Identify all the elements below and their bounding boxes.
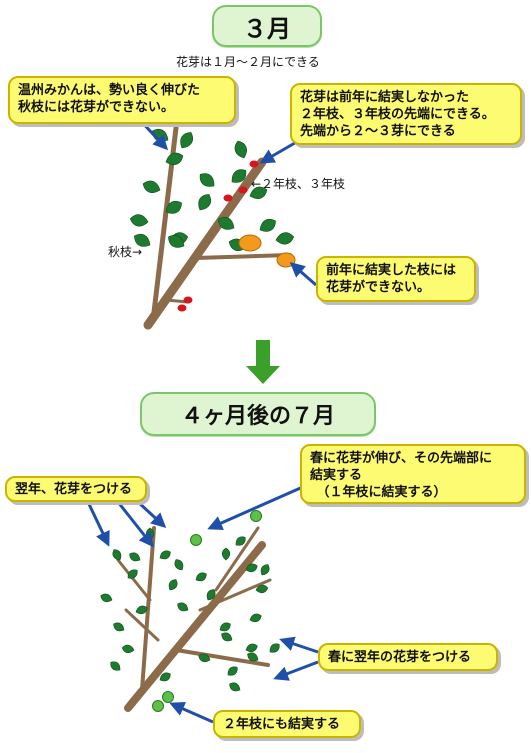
branch (198, 578, 272, 612)
leaf (245, 643, 258, 653)
leaf (174, 559, 184, 571)
leaf (129, 552, 141, 562)
leaf (275, 232, 295, 245)
leaf (234, 140, 247, 159)
callout-arrow (289, 262, 317, 287)
leaf (260, 564, 270, 576)
leaf (231, 169, 247, 183)
leaf (199, 173, 215, 187)
leaf (121, 644, 135, 654)
leaf (198, 653, 211, 663)
note-fruited-branch-no-buds: 前年に結実した枝には 花芽ができない。 (316, 256, 476, 302)
leaf (235, 536, 246, 546)
leaf (168, 234, 185, 248)
leaf (229, 682, 241, 692)
flower-bud (183, 296, 193, 304)
fruit (238, 234, 262, 252)
flower-bud (238, 186, 248, 194)
leaf (206, 589, 216, 601)
leaf (165, 152, 184, 165)
callout-arrow (273, 660, 319, 681)
leaf (113, 622, 125, 632)
leaf (247, 652, 259, 662)
callout-arrow (279, 636, 319, 654)
leaf (249, 613, 262, 623)
callout-arrow (259, 138, 301, 164)
flower-bud (249, 160, 259, 168)
note-buds-on-old-branches: 花芽は前年に結実しなかった ２年枝、３年枝の先端にできる。 先端から２～３芽にで… (290, 83, 522, 145)
note-next-year-buds: 翌年、花芽をつける (5, 476, 147, 502)
label-autumn-branch: 秋枝→ (108, 245, 143, 259)
leaf (159, 672, 171, 682)
callout-arrow (86, 501, 110, 547)
down-arrow (246, 340, 280, 384)
leaf (165, 200, 182, 214)
branch (194, 253, 292, 260)
branch (124, 608, 160, 642)
leaf (177, 602, 189, 612)
july-title-box: ４ヶ月後の７月 (140, 392, 376, 436)
young-fruit (152, 700, 164, 712)
label-branch-years: ←２年枝、３年枝 (251, 177, 346, 191)
leaf (134, 233, 151, 247)
callout-arrow (207, 484, 306, 531)
march-title: ３月 (243, 14, 291, 43)
march-title-box: ３月 (212, 5, 322, 47)
branch (174, 648, 270, 667)
flower-bud (177, 304, 187, 312)
callout-arrow (169, 701, 214, 724)
callout-arrow (136, 500, 167, 529)
july-title: ４ヶ月後の７月 (180, 404, 335, 429)
leaf (218, 216, 235, 230)
leaf (159, 550, 171, 560)
branch (214, 526, 260, 592)
branch (124, 541, 266, 712)
leaf (112, 549, 122, 561)
leaf (142, 180, 161, 193)
leaf (168, 579, 178, 591)
leaf (100, 593, 113, 603)
flower-bud (223, 194, 233, 202)
leaf (221, 632, 233, 642)
young-fruit (250, 510, 262, 522)
young-fruit (190, 534, 202, 546)
young-fruit (162, 691, 174, 703)
note-spring-next-year-buds: 春に翌年の花芽をつける (318, 643, 498, 671)
note-two-year-branch-fruit: ２年枝にも結実する (213, 710, 361, 738)
leaf (219, 622, 231, 632)
leaf (127, 569, 138, 579)
note-spring-bud-fruit: 春に花芽が伸び、その先端部に 結実する （１年枝に結実する） (300, 444, 526, 504)
leaf (110, 661, 121, 671)
callout-arrow (116, 501, 154, 548)
leaf (245, 563, 258, 573)
leaf (180, 132, 194, 149)
branch (140, 526, 156, 692)
leaf (195, 572, 207, 582)
leaf (269, 643, 280, 653)
leaf (135, 605, 148, 615)
leaf (198, 194, 212, 211)
note-autumn-branch-no-buds: 温州みかんは、勢い良く伸びた 秋枝には花芽ができない。 (8, 76, 236, 124)
march-subtitle: 花芽は１月～２月にできる (176, 55, 320, 69)
leaf (129, 214, 149, 227)
leaf (255, 584, 269, 594)
leaf (227, 666, 238, 676)
branch (116, 558, 152, 602)
leaf (221, 547, 231, 561)
leaf (259, 218, 276, 232)
leaf (249, 186, 268, 199)
july-tree (100, 510, 280, 712)
